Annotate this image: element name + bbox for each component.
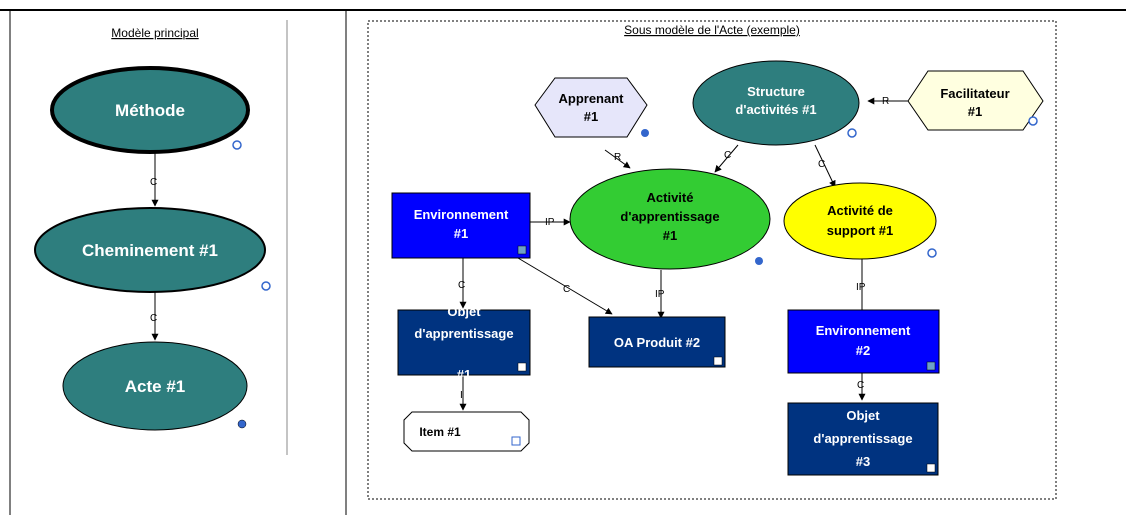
- link-label-c-env1-oa: C: [563, 284, 570, 295]
- objet1-line3: #1: [457, 367, 471, 382]
- methode-label: Méthode: [115, 101, 185, 120]
- environnement2-line2: #2: [856, 343, 870, 358]
- sub-model-title: Sous modèle de l'Acte (exemple): [624, 23, 800, 37]
- activite-apprentissage-line2: d'apprentissage: [620, 209, 719, 224]
- apprenant-expand-icon[interactable]: [641, 129, 649, 137]
- activite-apprentissage-line1: Activité: [647, 190, 694, 205]
- environnement1-corner-icon[interactable]: [517, 245, 527, 255]
- link-label-r-facilitateur: R: [882, 96, 889, 107]
- objet3-corner-icon[interactable]: [926, 463, 936, 473]
- acte-label: Acte #1: [125, 377, 185, 396]
- activite-support-node[interactable]: [783, 182, 937, 260]
- activite-support-line2: support #1: [827, 223, 893, 238]
- objet1-line1: Objet: [447, 304, 481, 319]
- activite-apprentissage-line3: #1: [663, 228, 677, 243]
- structure-node[interactable]: [692, 60, 860, 146]
- structure-label-line1: Structure: [747, 84, 805, 99]
- acte-node[interactable]: [62, 341, 248, 431]
- activite-apprentissage-node[interactable]: [569, 168, 771, 270]
- oa-produit-corner-icon[interactable]: [713, 356, 723, 366]
- oa-produit-label: OA Produit #2: [614, 335, 700, 350]
- link-label-c-structure-support: C: [818, 159, 825, 170]
- main-model-title: Modèle principal: [111, 26, 198, 40]
- methode-node[interactable]: [50, 66, 250, 154]
- sub-model: Sous modèle de l'Acte (exemple) R C C R …: [367, 20, 1057, 500]
- environnement2-corner-icon[interactable]: [926, 361, 936, 371]
- link-label-c1: C: [150, 177, 157, 188]
- sub-model-links: [459, 97, 908, 411]
- oa-produit-node[interactable]: [588, 316, 726, 368]
- link-label-c-structure-activite: C: [724, 150, 731, 161]
- link-label-c2: C: [150, 313, 157, 324]
- activite-support-line1: Activité de: [827, 203, 893, 218]
- structure-expand-icon[interactable]: [847, 128, 857, 138]
- item-node[interactable]: [403, 411, 530, 452]
- cheminement-expand-icon[interactable]: [261, 281, 271, 291]
- apprenant-label-line1: Apprenant: [559, 91, 625, 106]
- link-label-r-apprenant: R: [614, 152, 621, 163]
- apprenant-node[interactable]: [534, 77, 648, 138]
- cheminement-label: Cheminement #1: [82, 241, 218, 260]
- cheminement-node[interactable]: [34, 207, 266, 293]
- environnement2-line1: Environnement: [816, 323, 911, 338]
- acte-expand-icon[interactable]: [237, 419, 247, 429]
- sub-model-frame: [367, 20, 1057, 500]
- objet1-node[interactable]: [397, 309, 531, 376]
- objet1-corner-icon[interactable]: [517, 362, 527, 372]
- objet1-line2: d'apprentissage: [414, 326, 513, 341]
- facilitateur-label-line2: #1: [968, 104, 982, 119]
- environnement1-line1: Environnement: [414, 207, 509, 222]
- objet3-line2: d'apprentissage: [813, 431, 912, 446]
- facilitateur-expand-icon[interactable]: [1028, 116, 1038, 126]
- main-model: Modèle principal C C Méthode Cheminement…: [34, 26, 271, 431]
- link-label-ip-env1: IP: [545, 217, 555, 228]
- table-frame: [0, 9, 1126, 515]
- link-label-ip-activite-oa: IP: [655, 289, 665, 300]
- link-label-c-env1-objet: C: [458, 280, 465, 291]
- link-label-ip-env2-support: IP: [856, 282, 866, 293]
- objet3-line3: #3: [856, 454, 870, 469]
- apprenant-label-line2: #1: [584, 109, 598, 124]
- methode-expand-icon[interactable]: [232, 140, 242, 150]
- link-label-c-env2-objet3: C: [857, 380, 864, 391]
- objet3-node[interactable]: [787, 402, 939, 476]
- objet3-line1: Objet: [846, 408, 880, 423]
- item-corner-icon[interactable]: [511, 436, 521, 446]
- facilitateur-node[interactable]: [907, 70, 1044, 131]
- link-label-i-objet-item: I: [460, 390, 463, 401]
- item-label: Item #1: [419, 425, 461, 439]
- facilitateur-label-line1: Facilitateur: [940, 86, 1009, 101]
- activite-apprentissage-expand-icon[interactable]: [755, 257, 763, 265]
- environnement2-node[interactable]: [787, 309, 940, 374]
- activite-support-expand-icon[interactable]: [927, 248, 937, 258]
- environnement1-line2: #1: [454, 226, 468, 241]
- environnement1-node[interactable]: [391, 192, 531, 259]
- structure-label-line2: d'activités #1: [735, 102, 816, 117]
